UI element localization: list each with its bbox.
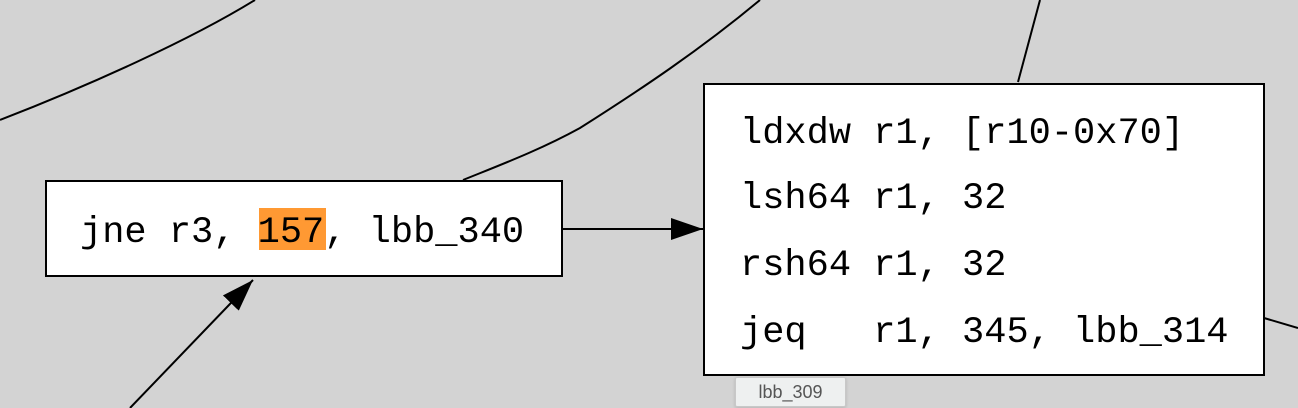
- highlighted-value: 157: [258, 212, 325, 254]
- highlight-mark: [259, 208, 326, 250]
- instruction-line: ldxdw r1, [r10-0x70]: [740, 113, 1184, 155]
- node-block[interactable]: ldxdw r1, [r10-0x70] lsh64 r1, 32 rsh64 …: [703, 83, 1265, 376]
- instruction-line: jeq r1, 345, lbb_314: [740, 312, 1228, 354]
- edge-right-exit: [1263, 317, 1298, 329]
- instruction-line: rsh64 r1, 32: [740, 245, 1006, 287]
- edge-from-right-node-up: [1017, 0, 1041, 83]
- edge-from-left-node-up: [462, 0, 761, 181]
- tooltip: lbb_309: [735, 377, 846, 407]
- node-jne-text: jne r3, 157, lbb_340: [80, 212, 524, 254]
- instruction-line: lsh64 r1, 32: [740, 178, 1006, 220]
- edge-top-left: [0, 0, 256, 121]
- node-jne[interactable]: jne r3, 157, lbb_340: [45, 180, 563, 277]
- edge-into-left-node: [129, 279, 254, 408]
